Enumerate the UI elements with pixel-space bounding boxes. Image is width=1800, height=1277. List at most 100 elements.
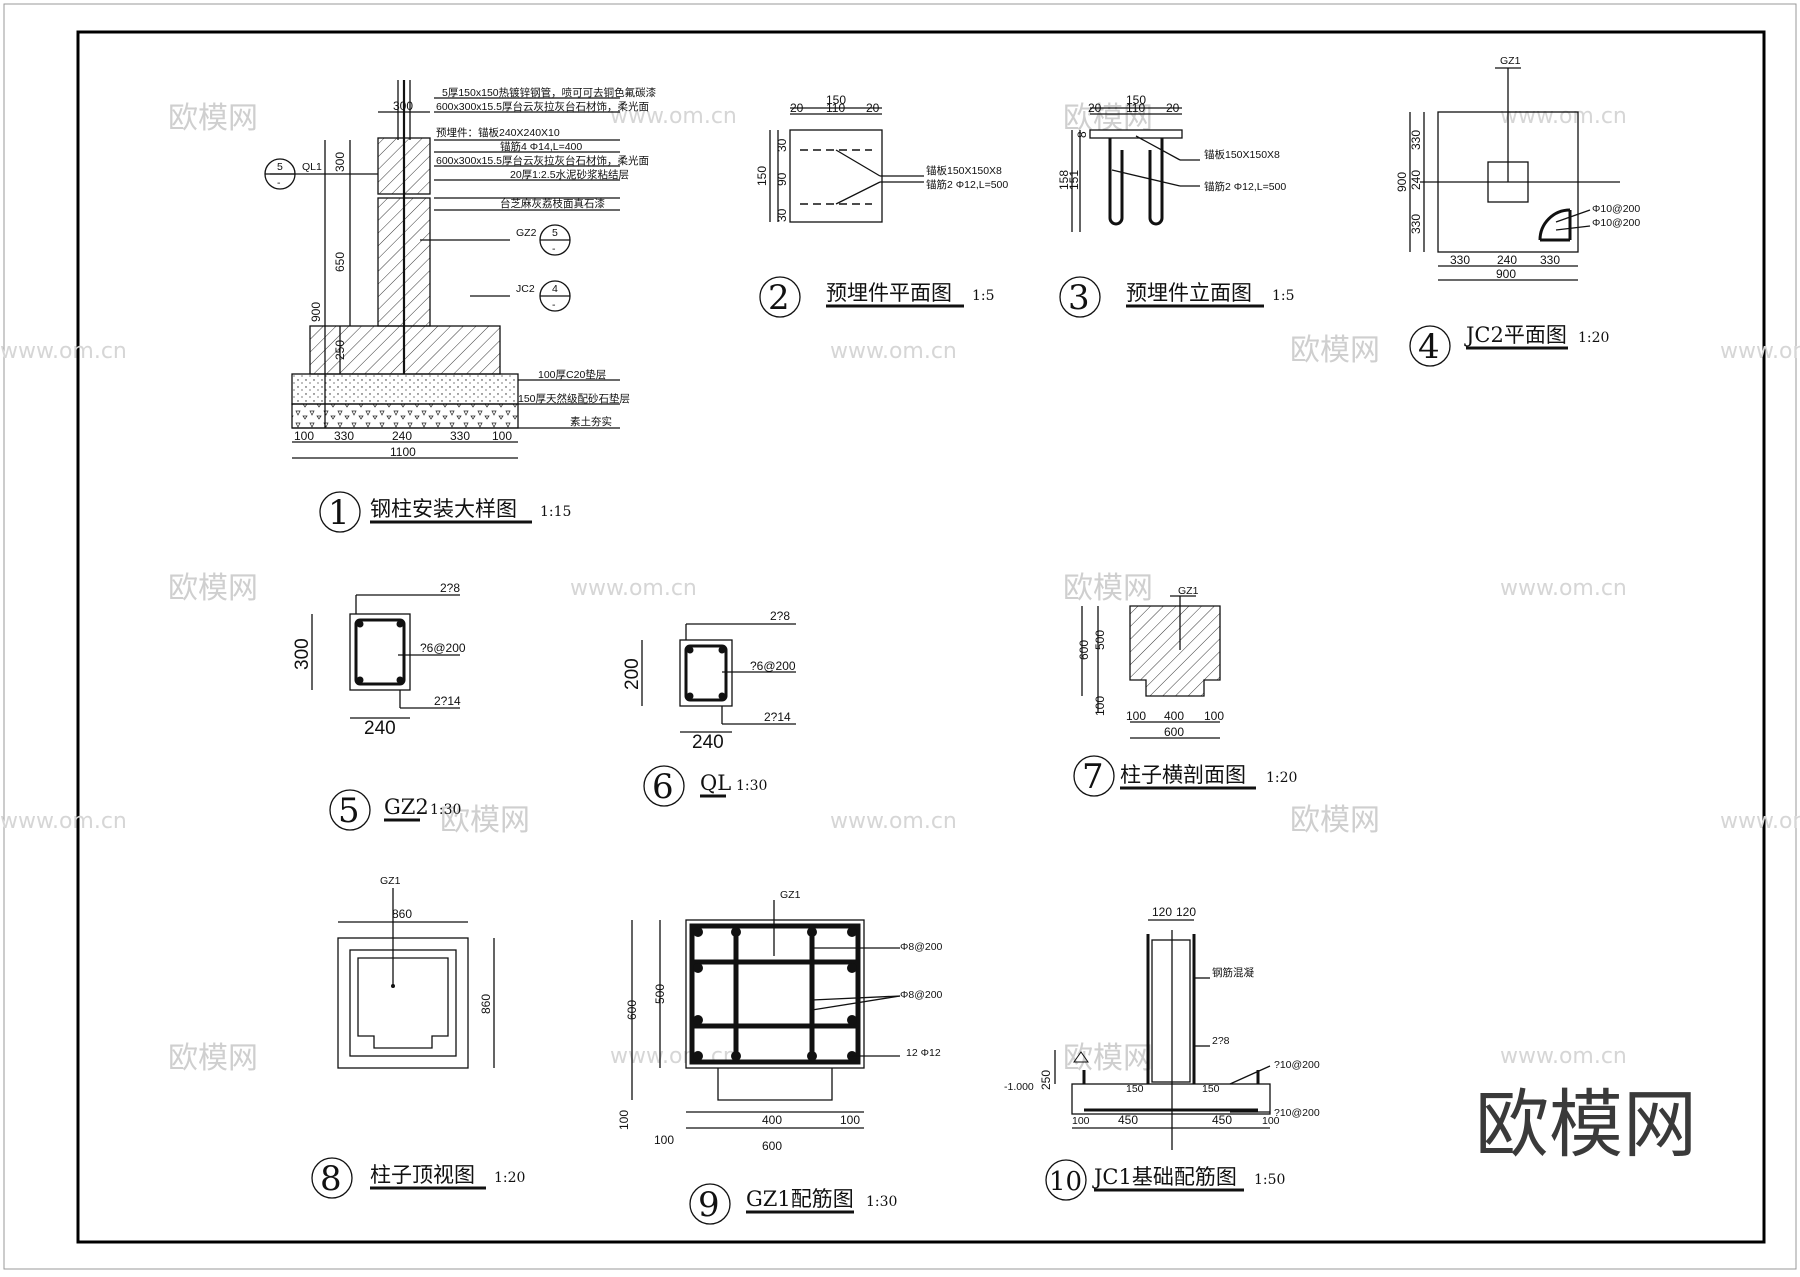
note: 12 Φ12	[906, 1047, 941, 1059]
watermark-url: www.om.cn	[1500, 104, 1627, 129]
svg-text:1:5: 1:5	[1272, 288, 1295, 304]
dim: 1100	[390, 445, 416, 459]
svg-text:5: 5	[338, 791, 360, 831]
svg-text:1:30: 1:30	[866, 1194, 897, 1210]
watermark-logo: 欧模网	[1290, 803, 1380, 838]
watermark-url: www.om.cn	[830, 809, 957, 834]
concrete-bedding	[291, 373, 519, 405]
detail-9-gz1-reinforcement: GZ1 Φ8@200 Φ8@200 12 Φ12 600 500 100 100…	[617, 889, 943, 1153]
dim: 100	[1072, 1115, 1090, 1127]
watermark-url: www.om.cn	[1500, 1044, 1627, 1069]
dim: 300	[393, 99, 413, 113]
svg-text:QL: QL	[700, 771, 731, 795]
note: 2?8	[770, 609, 790, 623]
stirrup	[684, 644, 728, 702]
note: ?6@200	[750, 659, 796, 673]
detail-7-column-cross-section: GZ1 600 500 100 100 400 100 600	[1077, 585, 1224, 739]
tag-num: 4	[552, 283, 558, 295]
title-10: 10 JC1基础配筋图 1:50	[1045, 1159, 1285, 1201]
note: 2?8	[440, 581, 460, 595]
section-outline	[1129, 605, 1221, 697]
dim: 500	[653, 984, 667, 1004]
note: 20厚1:2.5水泥砂浆粘结层	[510, 168, 629, 181]
title-3: 3 预埋件立面图 1:5	[1059, 276, 1295, 318]
section-outline	[679, 639, 733, 707]
inner-outline	[349, 949, 457, 1057]
detail-2-embedded-plate-plan: 150 20 110 20 30 90 30 150 锚板150X150X8 锚…	[755, 93, 1008, 223]
svg-text:1:5: 1:5	[972, 288, 995, 304]
dim: 450	[1212, 1113, 1232, 1127]
svg-text:3: 3	[1068, 278, 1090, 318]
dim: 158	[1057, 170, 1071, 190]
title-9: 9 GZ1配筋图 1:30	[689, 1183, 897, 1225]
dim: 120	[1152, 905, 1172, 919]
dim: 8	[1075, 131, 1089, 138]
watermark-url: www.om.cn	[1500, 576, 1627, 601]
svg-text:4: 4	[1418, 327, 1440, 367]
dim: 330	[334, 429, 354, 443]
dim: 150	[1126, 1083, 1144, 1095]
dim: 110	[1126, 101, 1145, 115]
dim: 860	[392, 907, 412, 921]
svg-text:1:30: 1:30	[736, 778, 767, 794]
title-7: 7 柱子横剖面图 1:20	[1073, 755, 1297, 797]
dim: 120	[1176, 905, 1196, 919]
dim: 330	[450, 429, 470, 443]
tag-num: 5	[277, 161, 283, 173]
title-6: 6 QL 1:30	[643, 765, 767, 807]
svg-text:1:20: 1:20	[1266, 770, 1297, 786]
detail-8-column-top-view: GZ1 860 860	[337, 875, 495, 1069]
note: 2?14	[764, 710, 791, 724]
watermark-url: www.om.cn	[0, 339, 127, 364]
stirrup	[689, 923, 861, 1065]
note: 2?8	[1212, 1035, 1230, 1047]
dim: 100	[1093, 696, 1107, 716]
dim: 300	[333, 152, 347, 172]
svg-text:1:20: 1:20	[1578, 330, 1609, 346]
svg-text:6: 6	[652, 767, 674, 807]
watermark-url: www.om.cn	[1720, 809, 1800, 834]
title-4: 4 JC2平面图 1:20	[1409, 323, 1609, 367]
detail-6-ql: 2?8 ?6@200 2?14 200 240	[622, 609, 796, 753]
column-bars	[1146, 934, 1196, 1084]
dim: 151	[1067, 170, 1081, 190]
dim: 100	[492, 429, 512, 443]
title-8: 8 柱子顶视图 1:20	[311, 1157, 525, 1199]
dim: 110	[826, 101, 845, 115]
svg-text:柱子顶视图: 柱子顶视图	[370, 1163, 475, 1187]
svg-text:2: 2	[768, 278, 790, 318]
tag-dash: -	[552, 243, 556, 255]
tag-dash: -	[277, 177, 281, 189]
anchor-bar	[1108, 138, 1124, 226]
svg-text:10: 10	[1049, 1167, 1082, 1197]
anchor-bar	[1148, 138, 1164, 226]
stirrup	[354, 618, 406, 686]
note: 600x300x15.5厚台云灰拉灰台石材饰，柔光面	[436, 100, 649, 113]
dim: 100	[1204, 709, 1224, 723]
dim: 30	[775, 208, 789, 222]
svg-text:GZ2: GZ2	[384, 795, 429, 819]
svg-text:1:50: 1:50	[1254, 1172, 1285, 1188]
note: 锚板150X150X8	[1204, 148, 1280, 161]
watermark-url: www.om.cn	[830, 339, 957, 364]
note: 600x300x15.5厚台云灰拉灰台石材饰，柔光面	[436, 154, 649, 167]
dim: 150	[755, 166, 769, 186]
dim: 250	[1039, 1070, 1053, 1090]
watermark-layer: 欧模网 欧模网 欧模网 欧模网 欧模网 欧模网 欧模网 欧模网 欧模网 www.…	[0, 101, 1800, 1076]
label: GZ1	[380, 875, 401, 887]
note: Φ10@200	[1592, 217, 1640, 229]
dim: 20	[866, 101, 880, 115]
note: ?10@200	[1274, 1059, 1320, 1071]
note: 锚筋2 Φ12,L=500	[926, 178, 1008, 191]
svg-text:1:15: 1:15	[540, 504, 571, 520]
dim: 240	[1409, 170, 1423, 190]
label: GZ1	[1178, 585, 1199, 597]
tag-num: 5	[552, 227, 558, 239]
dim: 150	[826, 93, 846, 107]
detail-1-steel-column: 5厚150x150热镀锌钢管，喷可可去铜色氟碳漆 600x300x15.5厚台云…	[264, 80, 657, 459]
dim: 330	[1409, 214, 1423, 234]
note: 预埋件：锚板240X240X10	[436, 126, 560, 139]
dim: 330	[1409, 130, 1423, 150]
section-outline	[685, 919, 865, 1069]
